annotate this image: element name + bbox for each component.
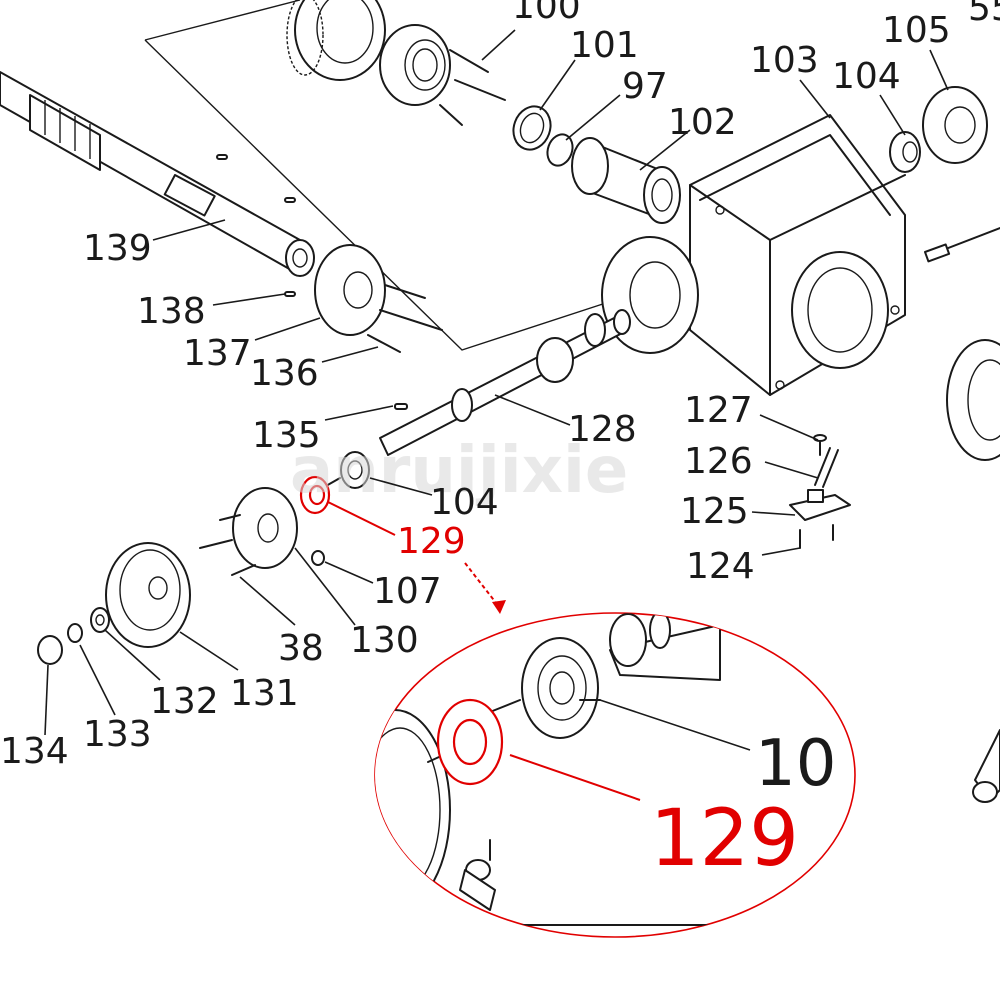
- part-101-ring: [512, 105, 552, 151]
- part-130-hub: [199, 487, 325, 576]
- detail-pointer-arrow: [464, 562, 506, 614]
- part-131-handwheel: [105, 542, 191, 648]
- callout-132: 132: [150, 681, 219, 722]
- leader-lines: [44, 29, 949, 736]
- part-137-flange: [314, 244, 443, 353]
- callout-104-top: 104: [832, 56, 901, 97]
- callout-138: 138: [137, 291, 206, 332]
- detail-zoom-view: 10 129: [374, 612, 856, 938]
- callout-104-front: 104: [430, 482, 499, 523]
- part-129-spacer-highlighted: [299, 475, 331, 515]
- callout-103: 103: [750, 40, 819, 81]
- callout-136: 136: [250, 353, 319, 394]
- part-97-snap-ring: [546, 133, 574, 167]
- callout-135: 135: [252, 415, 321, 456]
- callout-101: 101: [570, 25, 639, 66]
- callout-38: 38: [278, 628, 324, 669]
- callout-133: 133: [83, 714, 152, 755]
- callout-107: 107: [373, 571, 442, 612]
- part-127-screw: [813, 434, 827, 456]
- part-105-flange: [922, 86, 988, 164]
- part-133-nut: [67, 623, 83, 643]
- callout-labels: 100 101 97 102 103 104 105 55 139 138 13…: [0, 0, 1000, 772]
- part-134-cap-nut: [37, 635, 63, 665]
- callout-100: 100: [512, 0, 581, 27]
- callout-127: 127: [684, 390, 753, 431]
- callout-102: 102: [668, 102, 737, 143]
- part-128-worm-shaft: [379, 309, 631, 456]
- detail-label-104: 10: [755, 727, 836, 801]
- part-100-flange: [379, 24, 506, 126]
- callout-97: 97: [622, 66, 668, 107]
- part-pin-right: [923, 227, 1000, 263]
- part-gear-top: [286, 0, 386, 81]
- part-124-screws: [799, 524, 834, 549]
- assembly-outline-frame: [144, 0, 616, 351]
- callout-134: 134: [0, 731, 69, 772]
- part-132-washer: [90, 607, 110, 633]
- part-right-edge-shaft: [972, 729, 1000, 803]
- part-125-plate: [789, 489, 851, 521]
- callout-137: 137: [183, 333, 252, 374]
- callout-124: 124: [686, 546, 755, 587]
- part-103-housing: [601, 114, 906, 396]
- watermark-text: anruijixie: [290, 434, 628, 508]
- callout-126: 126: [684, 441, 753, 482]
- part-right-wheel: [946, 339, 1000, 461]
- callout-131: 131: [230, 673, 299, 714]
- callout-130: 130: [350, 620, 419, 661]
- part-104-bearing-top: [889, 131, 921, 173]
- part-102-bushing: [571, 137, 681, 224]
- callout-55: 55: [968, 0, 1000, 29]
- callout-105: 105: [882, 10, 951, 51]
- detail-label-129: 129: [650, 794, 799, 884]
- callout-125: 125: [680, 491, 749, 532]
- callout-129: 129: [397, 521, 466, 562]
- callout-139: 139: [83, 228, 152, 269]
- part-126-pin: [814, 447, 839, 488]
- part-keys-small: [216, 154, 408, 410]
- part-139-shaft: [0, 71, 315, 277]
- callout-128: 128: [568, 409, 637, 450]
